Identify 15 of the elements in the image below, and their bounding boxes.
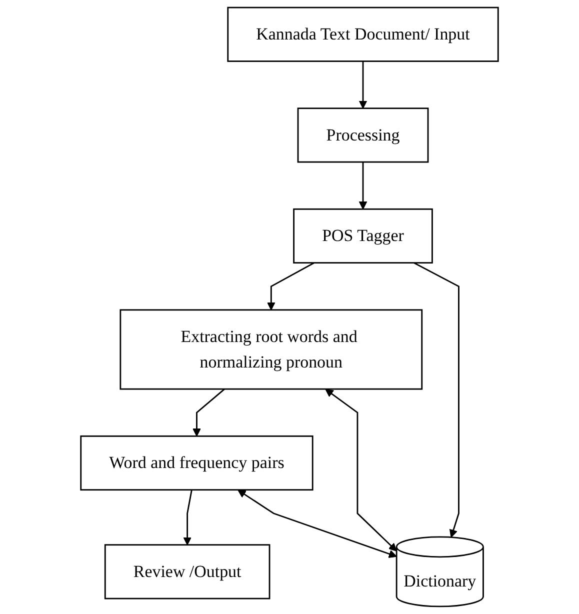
- process-box: Extracting root words and normalizing pronoun: [120, 309, 423, 390]
- arrow: [325, 388, 397, 552]
- process-box: Kannada Text Document/ Input: [227, 6, 499, 62]
- arrow: [238, 490, 397, 558]
- database-cylinder: Dictionary: [396, 536, 484, 608]
- arrow: [358, 61, 368, 109]
- arrow: [414, 262, 460, 538]
- arrow: [358, 162, 368, 210]
- process-box: Word and frequency pairs: [80, 435, 314, 491]
- process-box: Processing: [297, 108, 429, 163]
- process-box: Review /Output: [104, 544, 270, 600]
- arrow: [267, 262, 314, 310]
- arrow: [183, 490, 192, 546]
- arrow: [192, 388, 225, 437]
- process-box: POS Tagger: [293, 208, 433, 264]
